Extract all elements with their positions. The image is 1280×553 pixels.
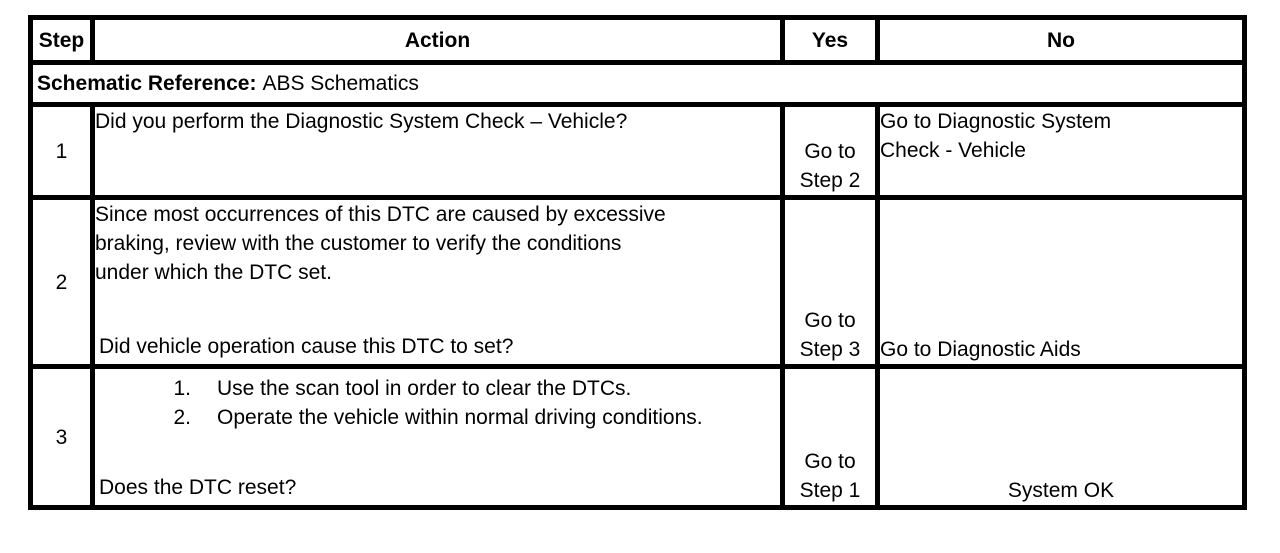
table-row: 2 Since most occurrences of this DTC are…: [28, 195, 1247, 369]
list-item: 1. Use the scan tool in order to clear t…: [98, 374, 778, 403]
table-row: 3 1. Use the scan tool in order to clear…: [28, 364, 1247, 510]
yes-instruction: Go to Step 3: [780, 195, 880, 369]
schematic-reference-value: ABS Schematics: [262, 72, 419, 95]
action-question: Did vehicle operation cause this DTC to …: [99, 335, 514, 358]
schematic-reference-row: Schematic Reference:ABS Schematics: [28, 60, 1247, 107]
table-row: 1 Did you perform the Diagnostic System …: [28, 102, 1247, 200]
action-text: Since most occurrences of this DTC are c…: [95, 203, 666, 284]
action-numbered-list: 1. Use the scan tool in order to clear t…: [98, 372, 778, 433]
yes-instruction: Go to Step 2: [780, 102, 880, 200]
action-question: Does the DTC reset?: [99, 476, 297, 499]
action-text: Did you perform the Diagnostic System Ch…: [95, 110, 628, 133]
yes-instruction: Go to Step 1: [780, 364, 880, 510]
diagnostic-table: Step Action Yes No Schematic Reference:A…: [28, 15, 1247, 510]
col-header-action: Action: [90, 15, 785, 65]
no-instruction: System OK: [875, 364, 1247, 510]
table-header-row: Step Action Yes No: [28, 15, 1247, 65]
list-item-number: 1.: [173, 377, 191, 400]
list-item-number: 2.: [173, 406, 191, 429]
no-instruction: Go to Diagnostic Aids: [875, 195, 1247, 369]
col-header-yes: Yes: [780, 15, 880, 65]
step-number: 3: [28, 364, 95, 510]
schematic-reference-label: Schematic Reference:: [37, 72, 257, 95]
list-item-text: Operate the vehicle within normal drivin…: [217, 406, 703, 429]
no-instruction: Go to Diagnostic System Check - Vehicle: [875, 102, 1247, 200]
list-item: 2. Operate the vehicle within normal dri…: [98, 403, 778, 432]
col-header-step: Step: [28, 15, 95, 65]
list-item-text: Use the scan tool in order to clear the …: [217, 377, 632, 400]
col-header-no: No: [875, 15, 1247, 65]
schematic-reference-cell: Schematic Reference:ABS Schematics: [28, 60, 1247, 107]
step-number: 2: [28, 195, 95, 369]
step-number: 1: [28, 102, 95, 200]
